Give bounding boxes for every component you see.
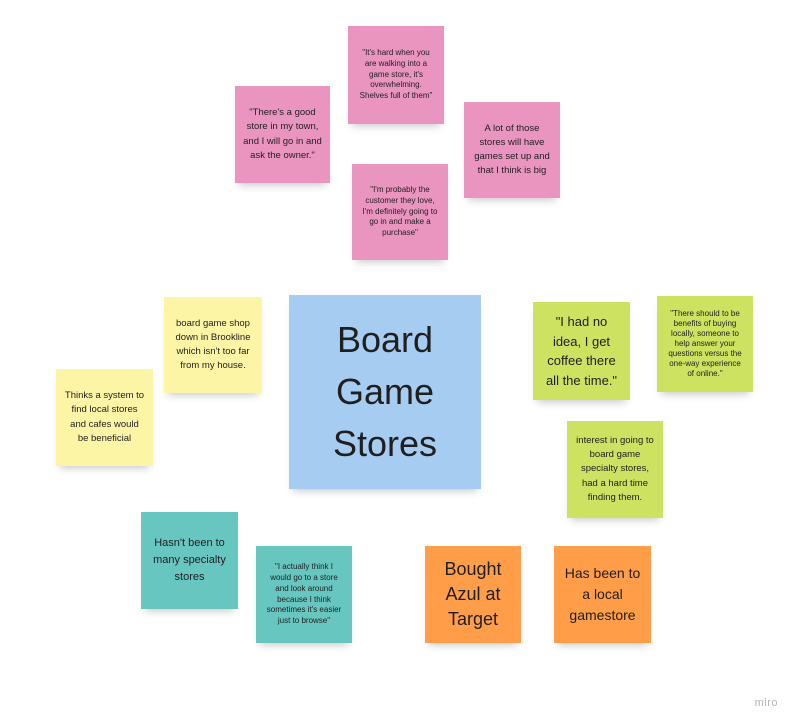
sticky-note[interactable]: Hasn't been to many specialty stores [141,512,238,609]
sticky-note-title-text: Board Game Stores [332,318,438,465]
sticky-note[interactable]: "There's a good store in my town, and I … [235,86,330,183]
sticky-note[interactable]: Bought Azul at Target [425,546,521,643]
sticky-note[interactable]: "I had no idea, I get coffee there all t… [533,302,630,400]
miro-logo: miro [754,697,778,709]
sticky-note-text: "It's hard when you are walking into a g… [359,48,433,101]
sticky-note-text: Thinks a system to find local stores and… [64,390,145,444]
sticky-note[interactable]: A lot of those stores will have games se… [464,102,560,198]
sticky-note-text: "There's a good store in my town, and I … [243,107,322,161]
sticky-note-text: board game shop down in Brookline which … [175,317,251,372]
sticky-note-text: "There should to be benefits of buying l… [668,309,742,378]
sticky-note[interactable]: board game shop down in Brookline which … [164,297,262,393]
sticky-note[interactable]: "I'm probably the customer they love, I'… [352,164,448,260]
sticky-note-text: A lot of those stores will have games se… [474,122,550,177]
sticky-note[interactable]: "It's hard when you are walking into a g… [348,26,444,124]
sticky-note[interactable]: "There should to be benefits of buying l… [657,296,753,392]
sticky-note[interactable]: Thinks a system to find local stores and… [56,369,153,466]
sticky-note-text: Has been to a local gamestore [564,565,641,623]
sticky-note-title[interactable]: Board Game Stores [289,295,481,489]
sticky-note[interactable]: interest in going to board game specialt… [567,421,663,518]
sticky-note-text: "I actually think I would go to a store … [266,562,342,626]
sticky-note-text: Hasn't been to many specialty stores [153,536,226,584]
sticky-note-text: "I had no idea, I get coffee there all t… [545,314,618,388]
sticky-note-text: "I'm probably the customer they love, I'… [362,185,438,238]
sticky-note[interactable]: "I actually think I would go to a store … [256,546,352,643]
sticky-note-text: interest in going to board game specialt… [576,434,654,503]
sticky-note[interactable]: Has been to a local gamestore [554,546,651,643]
sticky-note-text: Bought Azul at Target [444,558,502,630]
